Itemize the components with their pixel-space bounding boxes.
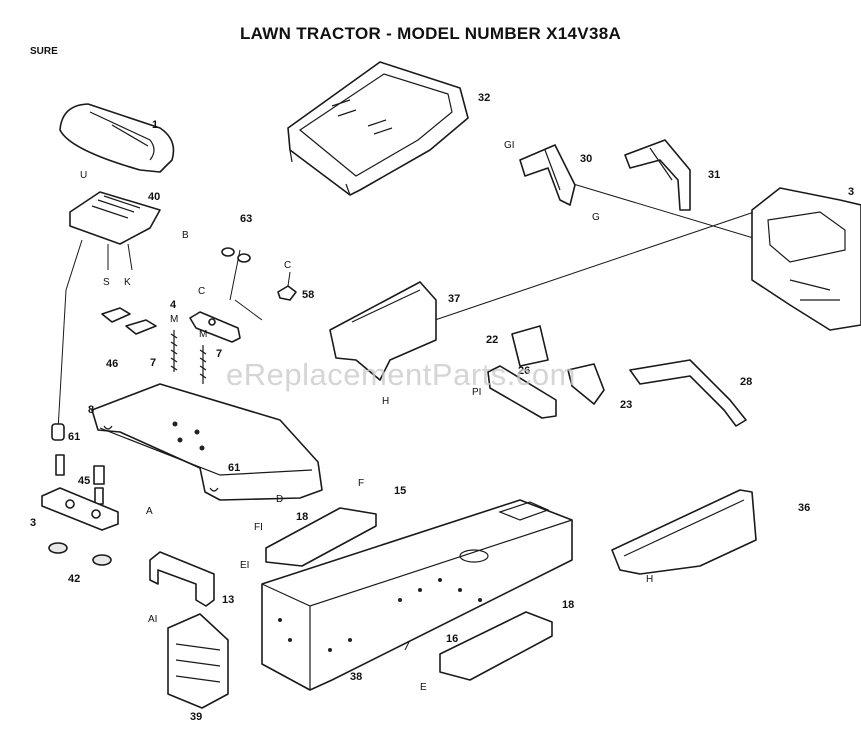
callout-3x: 3 <box>848 186 854 198</box>
callout-42: 42 <box>68 573 80 585</box>
part-hardware-63 <box>221 247 251 263</box>
letter-h1: H <box>382 396 389 407</box>
letter-ai: AI <box>148 614 157 625</box>
callout-3: 3 <box>30 517 36 529</box>
callout-4: 4 <box>170 299 177 311</box>
callout-28: 28 <box>740 376 752 388</box>
letter-s: S <box>103 277 110 288</box>
letter-h2: H <box>646 574 653 585</box>
part-seat <box>59 103 175 173</box>
part-bracket-3 <box>41 487 119 531</box>
callout-18b: 18 <box>562 599 574 611</box>
callout-45: 45 <box>78 475 90 487</box>
watermark: eReplacementParts.com <box>226 357 576 392</box>
part-feet-42 <box>48 542 112 566</box>
callout-58: 58 <box>302 289 314 301</box>
part-side-panel <box>329 281 437 381</box>
letter-pi: PI <box>472 387 481 398</box>
part-bracket-22 <box>511 325 549 367</box>
part-springs-7 <box>170 330 207 384</box>
part-knob-58 <box>277 285 297 301</box>
callout-63: 63 <box>240 213 252 225</box>
letter-c2: C <box>198 286 205 297</box>
part-bracket-13 <box>149 551 215 607</box>
letter-fi: FI <box>254 522 263 533</box>
callout-39: 39 <box>190 711 202 723</box>
part-bracket-30 <box>519 144 576 206</box>
part-pads-46 <box>101 307 157 335</box>
letter-c1: C <box>284 260 291 271</box>
callout-61a: 61 <box>68 431 80 443</box>
callout-36: 36 <box>798 502 810 514</box>
connector-lines <box>57 179 761 651</box>
letter-k: K <box>124 277 131 288</box>
part-fender <box>91 383 323 501</box>
callout-22: 22 <box>486 334 498 346</box>
part-hood <box>287 61 469 196</box>
part-frame <box>261 499 573 691</box>
letter-d: D <box>276 494 283 505</box>
callout-37: 37 <box>448 293 460 305</box>
callout-8: 8 <box>88 404 94 416</box>
callout-18a: 18 <box>296 511 308 523</box>
letter-ei: EI <box>240 560 249 571</box>
part-seat-pan <box>69 191 161 271</box>
letter-e: E <box>420 682 427 693</box>
part-footrest-upper <box>265 507 377 567</box>
figure-label: SURE <box>30 46 58 57</box>
letter-g: G <box>592 212 600 223</box>
letter-u: U <box>80 170 87 181</box>
callout-40: 40 <box>148 191 160 203</box>
part-bracket-31 <box>624 139 691 211</box>
callout-15: 15 <box>394 485 406 497</box>
callout-13: 13 <box>222 594 234 606</box>
part-bracket-23 <box>567 363 605 405</box>
diagram-title: LAWN TRACTOR - MODEL NUMBER X14V38A <box>239 24 622 43</box>
letter-m1: M <box>170 314 178 325</box>
letter-m2: M <box>199 329 207 340</box>
callout-26: 26 <box>518 365 530 377</box>
letter-a: A <box>146 506 153 517</box>
letter-b: B <box>182 230 189 241</box>
callout-30: 30 <box>580 153 592 165</box>
callout-7a: 7 <box>150 357 156 369</box>
callout-16: 16 <box>446 633 458 645</box>
part-rear-panel <box>167 613 229 709</box>
callout-32: 32 <box>478 92 490 104</box>
callout-61b: 61 <box>228 462 240 474</box>
part-dash-panel <box>751 187 861 331</box>
part-footrest-lower <box>439 611 553 681</box>
part-bracket-4 <box>189 311 241 343</box>
letter-gi: GI <box>504 140 515 151</box>
letter-f: F <box>358 478 364 489</box>
reference-letters: U S K B C C M M D H H G GI PI A AI F FI … <box>80 140 653 693</box>
part-side-skirt <box>611 489 757 575</box>
part-bracket-26 <box>487 365 557 419</box>
callout-38: 38 <box>350 671 362 683</box>
callout-23: 23 <box>620 399 632 411</box>
callout-31: 31 <box>708 169 720 181</box>
callout-1: 1 <box>152 119 158 131</box>
part-rail-28 <box>629 359 747 427</box>
callout-7b: 7 <box>216 348 222 360</box>
callout-46: 46 <box>106 358 118 370</box>
part-callouts: 1 32 30 31 3 40 63 58 4 37 46 7 7 8 61 6… <box>30 92 854 723</box>
